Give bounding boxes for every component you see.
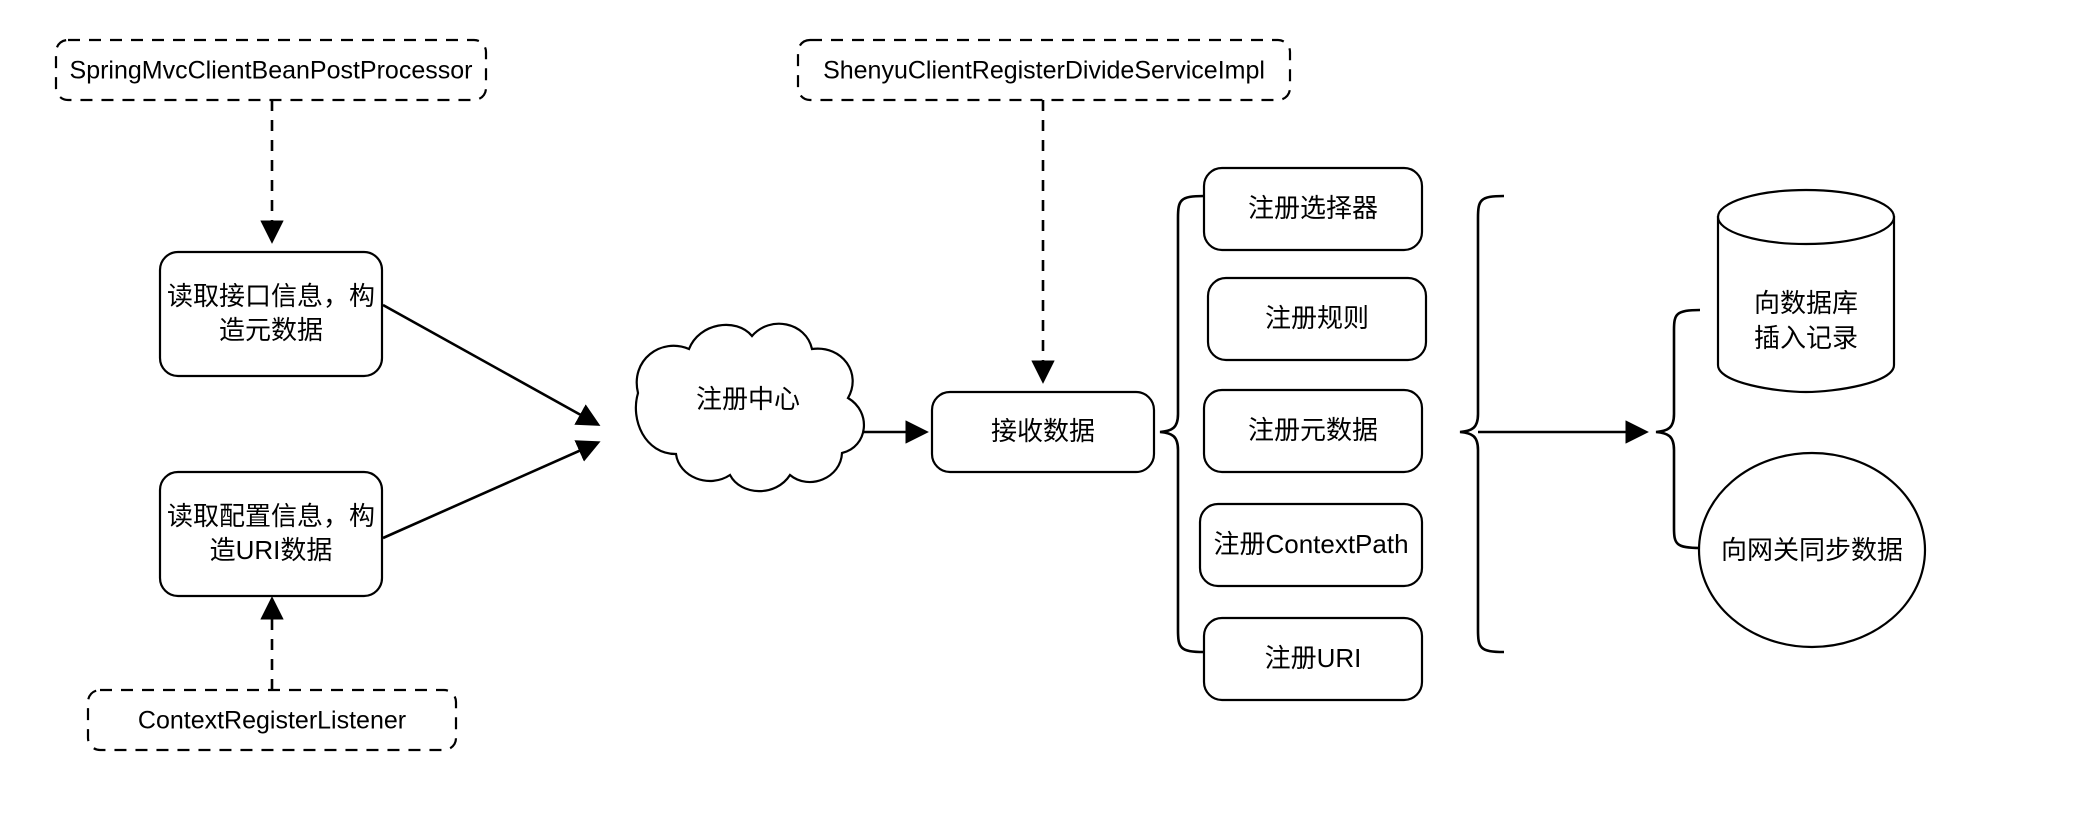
- node-receive-data[interactable]: 接收数据: [930, 390, 1156, 474]
- context-listener-box: [86, 688, 458, 752]
- read-interface-label-line1: 读取接口信息，构: [167, 281, 375, 311]
- brace-outputs: [1655, 308, 1701, 550]
- read-config-label-line1: 读取配置信息，构: [167, 501, 375, 531]
- connector-read-interface-to-registry: [382, 303, 601, 426]
- register-rule-label: 注册规则: [1265, 303, 1369, 333]
- node-registry-center[interactable]: 注册中心: [634, 322, 865, 493]
- insert-db-label-line2: 插入记录: [1754, 323, 1858, 353]
- node-read-config-build-uri[interactable]: 读取配置信息，构 造URI数据: [158, 470, 384, 598]
- spring-processor-label: SpringMvcClientBeanPostProcessor: [70, 57, 473, 85]
- read-config-box: [158, 470, 384, 598]
- spring-processor-box: [54, 38, 488, 102]
- node-register-uri[interactable]: 注册URI: [1202, 616, 1424, 702]
- register-rule-box: [1206, 276, 1428, 362]
- node-context-register-listener[interactable]: ContextRegisterListener: [86, 688, 458, 752]
- read-config-label-line2: 造URI数据: [210, 535, 333, 565]
- read-interface-box: [158, 250, 384, 378]
- connector-read-config-to-registry: [382, 440, 601, 540]
- sync-gateway-ellipse: [1697, 451, 1927, 649]
- node-register-selector[interactable]: 注册选择器: [1202, 166, 1424, 252]
- node-register-rule[interactable]: 注册规则: [1206, 276, 1428, 362]
- insert-db-label-line1: 向数据库: [1754, 288, 1858, 318]
- read-interface-label-line2: 造元数据: [219, 315, 323, 345]
- register-uri-box: [1202, 616, 1424, 702]
- receive-data-label: 接收数据: [991, 416, 1095, 446]
- register-metadata-label: 注册元数据: [1248, 415, 1378, 445]
- register-context-path-label: 注册ContextPath: [1213, 529, 1408, 559]
- node-read-interface-build-metadata[interactable]: 读取接口信息，构 造元数据: [158, 250, 384, 378]
- register-uri-label: 注册URI: [1265, 643, 1362, 673]
- registry-cloud-shape: [634, 322, 865, 493]
- registry-center-label: 注册中心: [696, 384, 800, 414]
- node-insert-into-database[interactable]: 向数据库 插入记录: [1716, 188, 1896, 394]
- brace-register-group-to-outputs: [1459, 194, 1505, 654]
- brace-receive-to-register-group: [1159, 194, 1205, 654]
- node-register-metadata[interactable]: 注册元数据: [1202, 388, 1424, 474]
- sync-gateway-label: 向网关同步数据: [1721, 535, 1903, 565]
- register-selector-label: 注册选择器: [1248, 193, 1378, 223]
- register-selector-box: [1202, 166, 1424, 252]
- register-metadata-box: [1202, 388, 1424, 474]
- node-sync-to-gateway[interactable]: 向网关同步数据: [1697, 451, 1927, 649]
- context-listener-label: ContextRegisterListener: [138, 707, 406, 735]
- node-spring-mvc-client-bean-post-processor[interactable]: SpringMvcClientBeanPostProcessor: [54, 38, 488, 102]
- node-register-context-path[interactable]: 注册ContextPath: [1198, 502, 1424, 588]
- database-cylinder-top: [1716, 188, 1896, 246]
- divide-service-box: [796, 38, 1292, 102]
- register-context-path-box: [1198, 502, 1424, 588]
- database-cylinder-body: [1716, 215, 1896, 394]
- divide-service-label: ShenyuClientRegisterDivideServiceImpl: [823, 57, 1265, 85]
- receive-data-box: [930, 390, 1156, 474]
- node-shenyu-client-register-divide-service-impl[interactable]: ShenyuClientRegisterDivideServiceImpl: [796, 38, 1292, 102]
